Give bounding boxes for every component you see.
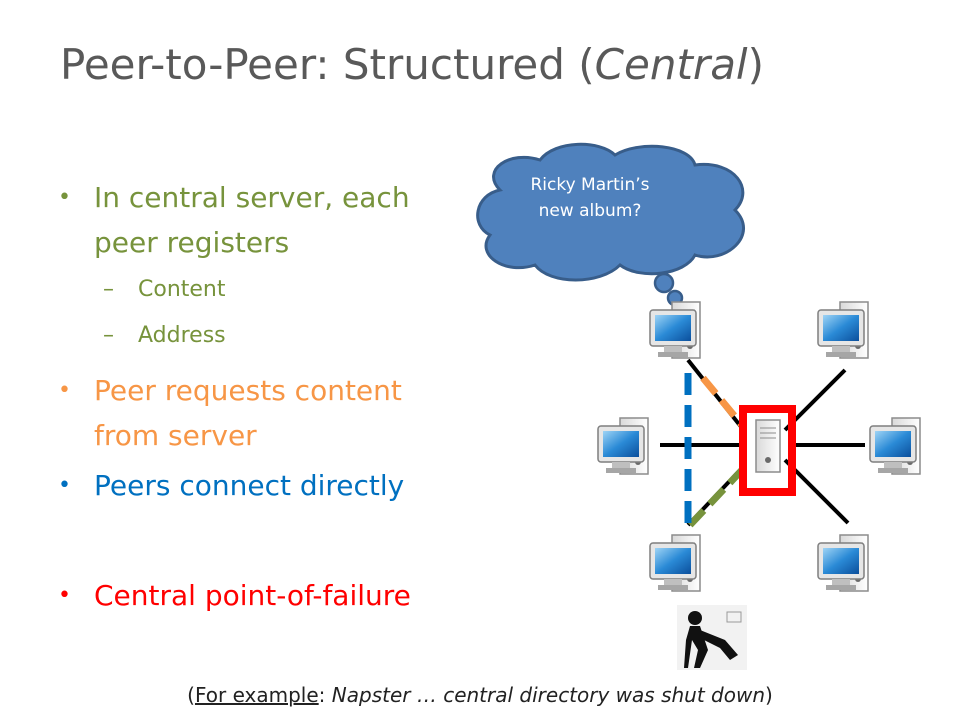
request-link [700, 375, 745, 428]
title-close: ) [747, 40, 764, 89]
caption: (For example: Napster … central director… [0, 683, 960, 707]
thought-cloud-icon [476, 142, 745, 316]
caption-close: ) [765, 683, 773, 707]
title-italic: Central [594, 40, 748, 89]
bullet-text: In central server, each peer registers [94, 181, 410, 259]
computer-icon [869, 417, 921, 475]
bullet-dot: • [58, 473, 71, 498]
sub-bullet-text: Address [138, 323, 226, 348]
caption-open: ( [187, 683, 195, 707]
sub-bullet-text: Content [138, 277, 226, 302]
napster-logo [677, 605, 747, 670]
computer-icon [649, 534, 701, 592]
caption-example-label: For example [194, 683, 319, 707]
server-icon [755, 419, 781, 473]
bullet-dot: • [58, 583, 71, 608]
computer-icon [817, 534, 869, 592]
caption-napster-text: Napster … central directory was shut dow… [331, 683, 766, 707]
computer-icon [597, 417, 649, 475]
cloud-text: Ricky Martin’s new album? [510, 172, 670, 224]
caption-colon: : [318, 683, 332, 707]
bullet-text: Peers connect directly [94, 469, 405, 502]
response-link [687, 467, 745, 528]
computer-icon [817, 301, 869, 359]
cloud-line-2: new album? [538, 201, 642, 221]
computer-icon [649, 301, 701, 359]
bullet-dot: • [58, 185, 71, 210]
bullet-text: Peer requests content from server [94, 374, 402, 452]
sub-dash: – [103, 323, 114, 348]
server-highlight [739, 405, 796, 496]
cloud-line-1: Ricky Martin’s [530, 175, 650, 195]
network-diagram [476, 142, 921, 670]
bullet-dot: • [58, 378, 71, 403]
sub-dash: – [103, 277, 114, 302]
bullet-text: Central point-of-failure [94, 579, 411, 612]
title-main: Peer-to-Peer: Structured ( [60, 40, 595, 89]
slide-title: Peer-to-Peer: Structured (Central) [60, 40, 764, 89]
